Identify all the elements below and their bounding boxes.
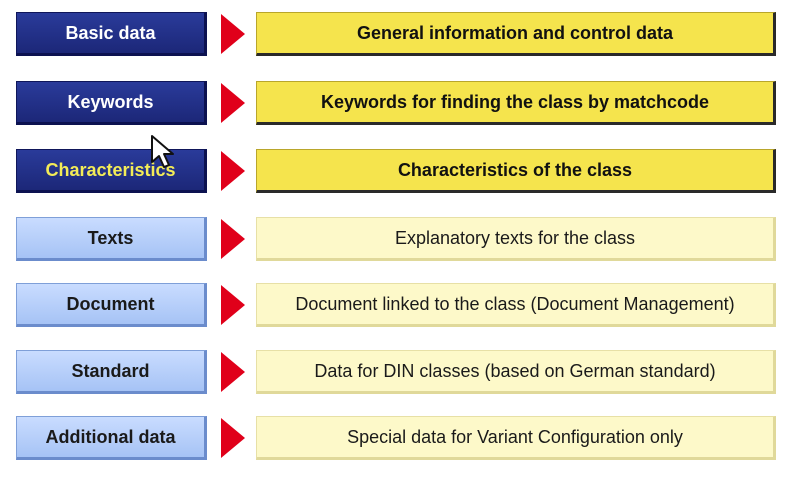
tab-basic-data[interactable]: Basic data (16, 12, 207, 56)
desc-texts: Explanatory texts for the class (256, 217, 776, 261)
arrow-icon (221, 219, 245, 259)
row-basic-data: Basic data General information and contr… (0, 12, 790, 62)
row-keywords: Keywords Keywords for finding the class … (0, 81, 790, 131)
arrow-icon (221, 151, 245, 191)
row-texts: Texts Explanatory texts for the class (0, 217, 790, 267)
desc-basic-data: General information and control data (256, 12, 776, 56)
tab-document[interactable]: Document (16, 283, 207, 327)
mouse-pointer-icon (151, 135, 174, 168)
desc-characteristics: Characteristics of the class (256, 149, 776, 193)
tab-standard[interactable]: Standard (16, 350, 207, 394)
row-standard: Standard Data for DIN classes (based on … (0, 350, 790, 400)
desc-standard: Data for DIN classes (based on German st… (256, 350, 776, 394)
tab-texts[interactable]: Texts (16, 217, 207, 261)
arrow-icon (221, 418, 245, 458)
tab-keywords[interactable]: Keywords (16, 81, 207, 125)
arrow-icon (221, 14, 245, 54)
desc-document: Document linked to the class (Document M… (256, 283, 776, 327)
desc-keywords: Keywords for finding the class by matchc… (256, 81, 776, 125)
row-additional-data: Additional data Special data for Variant… (0, 416, 790, 466)
arrow-icon (221, 285, 245, 325)
arrow-icon (221, 83, 245, 123)
row-characteristics: Characteristics Characteristics of the c… (0, 149, 790, 199)
tab-additional-data[interactable]: Additional data (16, 416, 207, 460)
arrow-icon (221, 352, 245, 392)
desc-additional-data: Special data for Variant Configuration o… (256, 416, 776, 460)
tab-characteristics[interactable]: Characteristics (16, 149, 207, 193)
row-document: Document Document linked to the class (D… (0, 283, 790, 333)
